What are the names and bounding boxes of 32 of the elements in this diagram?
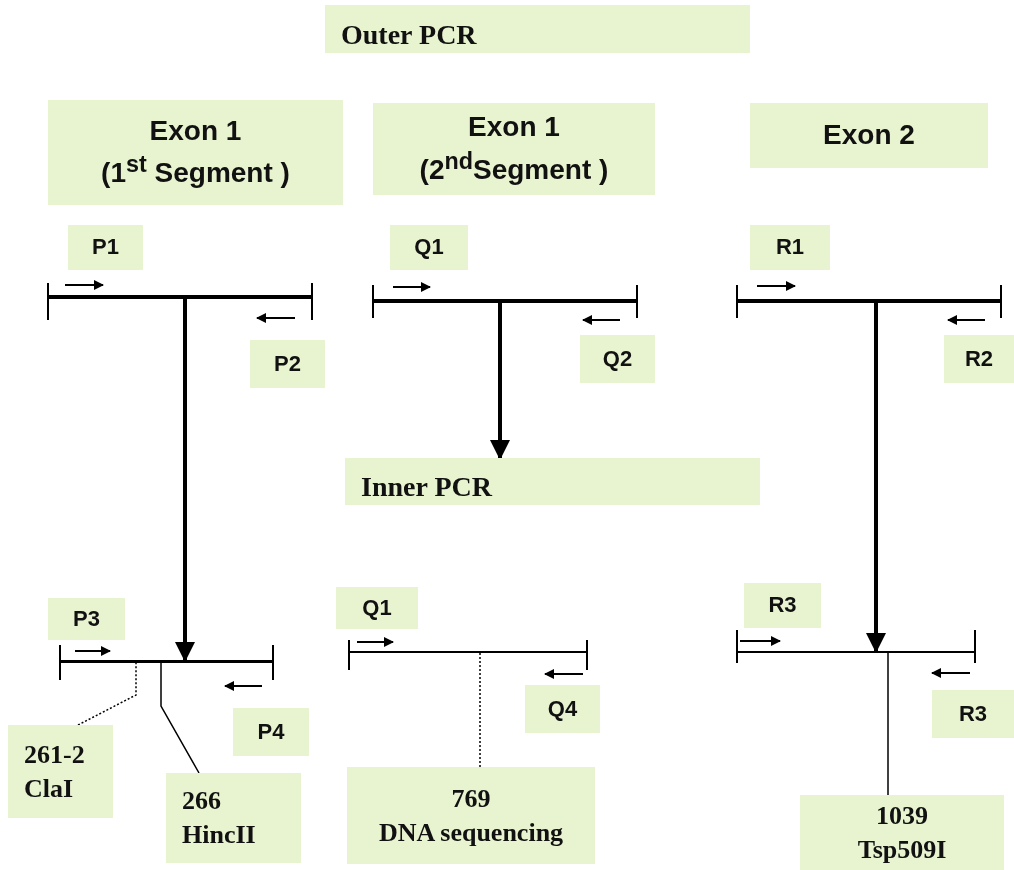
site-label: 1039 Tsp509I (800, 795, 1004, 870)
dna-segment (737, 299, 1001, 303)
primer-label: Q2 (580, 335, 655, 383)
arrow (866, 303, 886, 653)
exon-heading: Exon 1 (1$^{st}$ Segment ) (48, 100, 343, 205)
primer-label: P3 (48, 598, 125, 640)
primer-label: P4 (233, 708, 309, 756)
primer-label: Q4 (525, 685, 600, 733)
site-label: 266 HincII (166, 773, 301, 863)
dna-segment (373, 299, 637, 303)
leader-line (479, 652, 481, 768)
primer-label: R2 (944, 335, 1014, 383)
primer-label: P1 (68, 225, 143, 270)
leader-line (887, 652, 889, 796)
leader-line (160, 662, 200, 774)
stage-heading: Outer PCR (325, 5, 750, 53)
primer-label: P2 (250, 340, 325, 388)
site-label: 769 DNA sequencing (347, 767, 595, 864)
dna-segment (48, 295, 312, 299)
leader-line (77, 662, 137, 726)
stage-heading: Inner PCR (345, 458, 760, 505)
exon-heading: Exon 1 (2$^{nd}$Segment ) (373, 103, 655, 195)
primer-label: Q1 (390, 225, 468, 270)
primer-label: Q1 (336, 587, 418, 629)
primer-label: R3 (744, 583, 821, 628)
dna-segment (60, 660, 273, 663)
arrow (175, 299, 195, 662)
primer-label: R1 (750, 225, 830, 270)
primer-label: R3 (932, 690, 1014, 738)
site-label: 261-2 ClaI (8, 725, 113, 818)
exon-heading: Exon 2 (750, 103, 988, 168)
arrow (490, 303, 510, 460)
